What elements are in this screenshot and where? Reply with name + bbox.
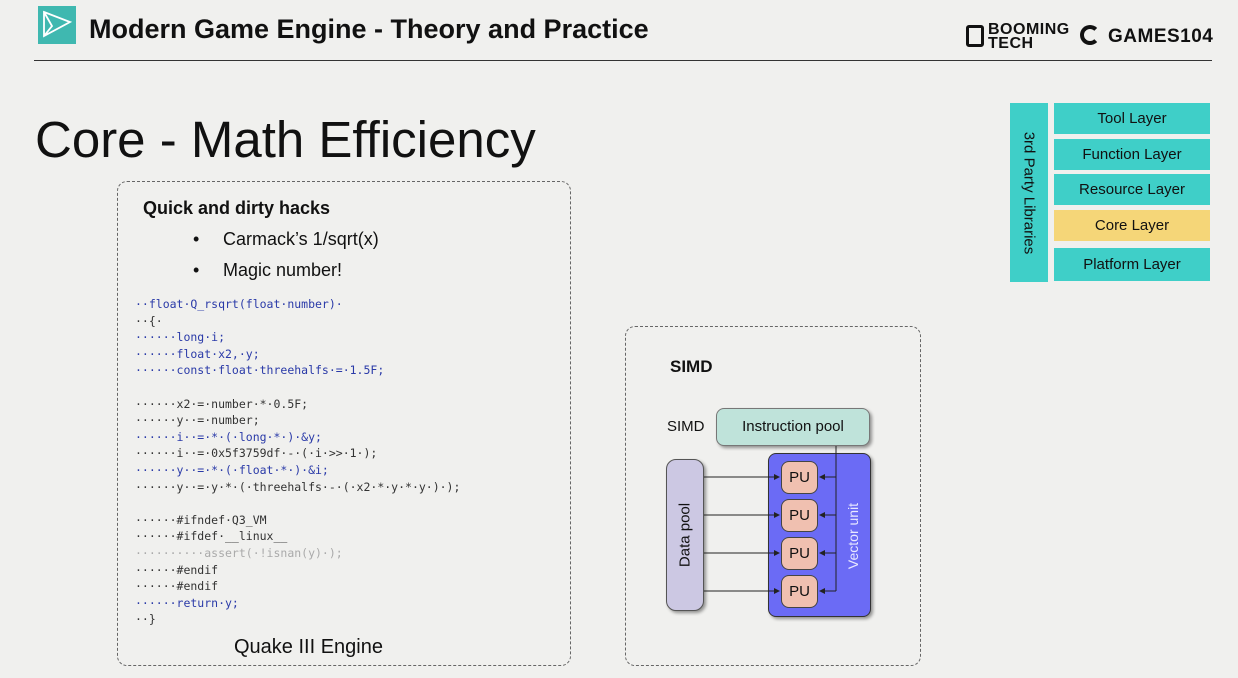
simd-heading: SIMD (670, 357, 713, 376)
bullet-text: Carmack’s 1/sqrt(x) (223, 229, 379, 249)
bullet-item: • Magic number! (193, 260, 342, 281)
data-pool-box: Data pool (666, 459, 704, 611)
code-line: ······y··=·*·(·float·*·)·&i; (135, 462, 329, 477)
hacks-heading: Quick and dirty hacks (143, 198, 331, 218)
instruction-pool-box: Instruction pool (716, 408, 870, 446)
layer-core: Core Layer (1054, 210, 1210, 241)
code-line: ······long·i; (135, 330, 226, 345)
code-block: ··float·Q_rsqrt(float·number)· ··{· ······… (135, 296, 460, 628)
slide-title: Core - Math Efficiency (35, 111, 536, 168)
processing-unit: PU (781, 575, 818, 608)
bullet-item: • Carmack’s 1/sqrt(x) (193, 229, 379, 250)
games-g-icon (1080, 25, 1100, 45)
layer-platform: Platform Layer (1054, 248, 1210, 281)
code-line: ··} (135, 612, 156, 627)
booming-tech-text: BOOMING TECH (988, 21, 1070, 52)
code-line: ··········assert(·!isnan(y)·); (135, 545, 343, 560)
simd-side-label: SIMD (667, 418, 705, 435)
code-line: ······y··=·y·*·(·threehalfs·-·(·x2·*·y·*… (135, 479, 461, 494)
deck-title: Modern Game Engine - Theory and Practice (89, 14, 649, 44)
bullet-dot-icon: • (193, 229, 200, 249)
code-line: ······i··=·*·(·long·*·)·&y; (135, 429, 322, 444)
simd-panel (625, 326, 921, 666)
processing-unit: PU (781, 461, 818, 494)
code-line: ··{· (135, 313, 163, 328)
code-line: ······#ifndef·Q3_VM (135, 512, 267, 527)
booming-b-icon (966, 25, 984, 47)
code-line: ······#endif (135, 579, 219, 594)
layer-function: Function Layer (1054, 139, 1210, 170)
third-party-libraries: 3rd Party Libraries (1010, 103, 1048, 282)
header-divider (34, 60, 1212, 61)
code-line: ······#endif (135, 562, 219, 577)
code-line: ······y··=·number; (135, 413, 260, 428)
processing-unit: PU (781, 537, 818, 570)
third-party-label: 3rd Party Libraries (1020, 131, 1038, 254)
layer-resource: Resource Layer (1054, 174, 1210, 205)
code-line: ······const·float·threehalfs·=·1.5F; (135, 363, 385, 378)
code-line: ······return·y; (135, 595, 239, 610)
games104-logo: GAMES104 (1080, 25, 1213, 48)
code-line: ······#ifdef·__linux__ (135, 529, 288, 544)
code-line: ··float·Q_rsqrt(float·number)· (135, 297, 343, 311)
bullet-dot-icon: • (193, 260, 200, 280)
games104-text: GAMES104 (1108, 26, 1214, 47)
code-line: ······x2·=·number·*·0.5F; (135, 396, 309, 411)
processing-unit: PU (781, 499, 818, 532)
layer-tool: Tool Layer (1054, 103, 1210, 134)
code-caption: Quake III Engine (234, 636, 383, 658)
slide-header: Modern Game Engine - Theory and Practice… (0, 0, 1238, 62)
code-line: ······i··=·0x5f3759df·-·(·i·>>·1·); (135, 446, 378, 461)
bullet-text: Magic number! (223, 260, 343, 280)
hacks-panel (117, 181, 571, 666)
code-line: ······float·x2,·y; (135, 346, 260, 361)
play-logo-icon (38, 6, 76, 44)
